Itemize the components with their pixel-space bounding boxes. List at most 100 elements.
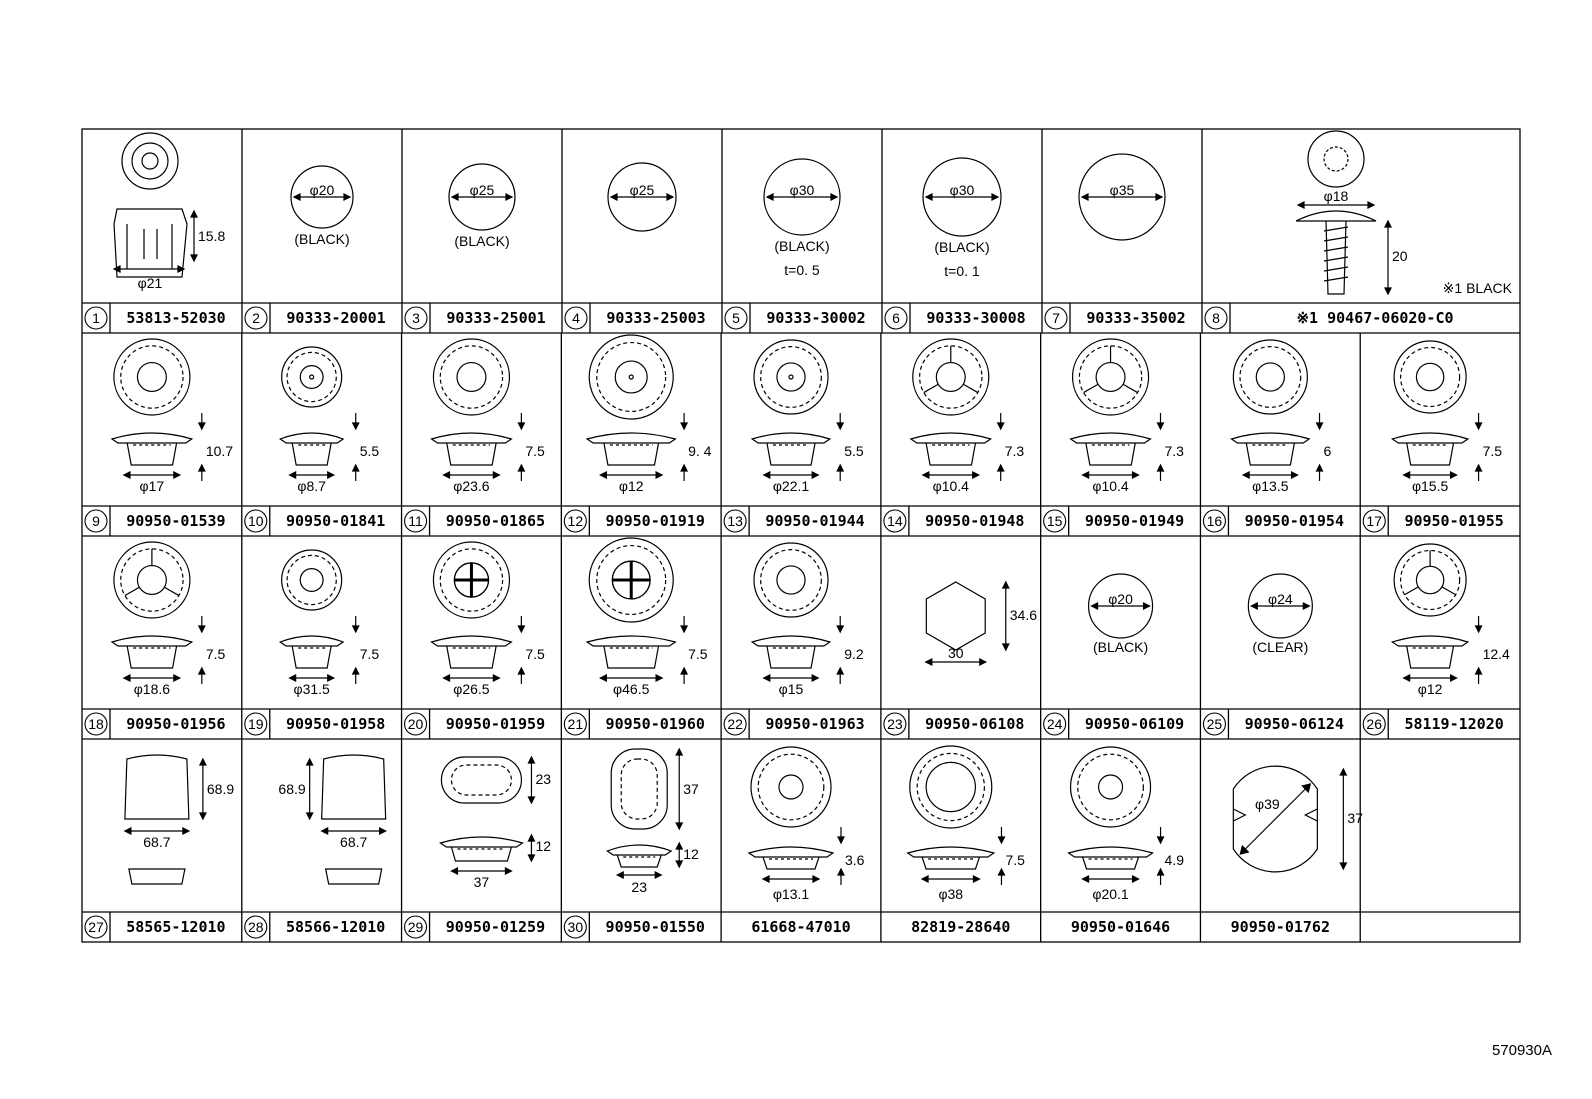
height-label: 7.5 [525,646,545,662]
height-label: 7.3 [1164,443,1184,459]
item-number-circle [84,915,108,939]
dimension-arrow [609,193,675,201]
grommet-flange [747,846,835,858]
dimension-arrow [517,625,526,634]
dimension-label: φ18 [1324,188,1349,204]
item-number: 4 [572,310,580,326]
item-number: 9 [92,513,100,529]
cap-side-view [128,868,186,885]
grommet-outer-ring [432,338,511,416]
grommet-slot [1404,586,1419,596]
dimension-label: φ35 [1110,182,1135,198]
dimension-arrow [765,193,839,201]
item-number-circle [563,509,587,533]
color-note: (BLACK) [1093,639,1148,655]
item-number: 27 [88,919,104,935]
dimension-arrow [112,265,186,273]
cap-front-view [124,754,190,820]
dimension-arrow [1156,463,1165,472]
item-number-circle [244,306,268,330]
dimension-arrow [517,422,526,431]
grommet-dashed-ring [596,544,667,616]
grommet-inner-hole [1255,362,1285,392]
dimension-label: 68.7 [143,834,170,850]
plug-circle [448,163,516,231]
height-label: 7.5 [360,646,380,662]
grommet-body [766,645,816,669]
height-label: 23 [535,771,551,787]
item-number: 6 [892,310,900,326]
dimension-label: φ15.5 [1412,478,1449,494]
item-number-circle [244,712,268,736]
dimension-arrow [680,625,689,634]
rivet-head-top [1307,130,1365,188]
grommet-outer-ring [753,339,829,415]
grommet-center-dot [309,374,315,380]
grommet-outer-ring [1071,338,1150,416]
dimension-arrow [197,666,206,675]
clip-inner-ring [131,142,169,180]
rivet-rib [1323,256,1349,262]
dimension-label: 23 [631,879,647,895]
height-label: 7.5 [1005,852,1025,868]
grommet-outer-ring [1232,339,1308,415]
dimension-arrow [527,755,536,805]
part-number: 90950-01956 [126,715,225,733]
dimension-arrow [305,757,314,821]
rivet-rib [1323,266,1349,272]
dimension-arrow [197,625,206,634]
item-number-circle [563,915,587,939]
grommet-dashed-ring [1078,345,1143,409]
item-number-circle [724,306,748,330]
grommet-body [1245,442,1295,466]
sheet-reference-code: 570930A [1491,1042,1552,1059]
oval-grommet-outer [440,756,523,804]
dimension-label: φ13.1 [773,886,810,902]
part-number: 90950-01949 [1085,512,1184,530]
grommet-flange [439,836,524,848]
grommet-body [126,645,178,669]
item-number: 1 [92,310,100,326]
item-number: 11 [408,513,423,529]
rivet-rib [1323,246,1349,252]
dimension-label: φ12 [1418,681,1443,697]
part-number: 61668-47010 [751,918,850,936]
item-number-circle [404,915,428,939]
grommet-body [291,645,332,669]
dimension-arrow [1315,422,1324,431]
dimension-arrow [517,463,526,472]
grommet-body [126,442,178,466]
dimension-arrow [997,836,1006,845]
dimension-label: 37 [474,874,490,890]
part-number: 90950-01646 [1071,918,1170,936]
height-label: 12 [535,838,551,854]
dimension-arrow [924,193,1000,201]
item-number-circle [1362,509,1386,533]
dimension-label: 68.7 [340,834,367,850]
grommet-slot [164,586,180,597]
plug-circle [290,165,354,229]
dimension-arrow [1339,767,1348,871]
grommet-inner-hole [1095,361,1126,393]
dimension-label: φ12 [619,478,644,494]
grommet-inner-hole [299,567,324,592]
dimension-label: φ20.1 [1092,886,1129,902]
dimension-arrow [836,666,845,675]
grommet-body [603,645,660,669]
grommet-flange [750,432,832,444]
part-number: 90333-30002 [766,309,865,327]
item-number-circle [84,509,108,533]
height-label: 37 [683,781,699,797]
grommet-outer-ring [588,537,674,623]
grommet-flange [278,635,345,647]
clip-top-view [121,132,179,190]
dimension-label: φ30 [790,182,815,198]
item-number-circle [244,509,268,533]
dimension-arrow [675,747,684,831]
part-number: 90950-06109 [1085,715,1184,733]
dimension-label: φ25 [470,182,495,198]
grommet-body [446,442,497,466]
grommet-dashed-ring [760,549,822,611]
color-note: ※1 BLACK [1443,280,1513,296]
height-label: 7.5 [688,646,708,662]
